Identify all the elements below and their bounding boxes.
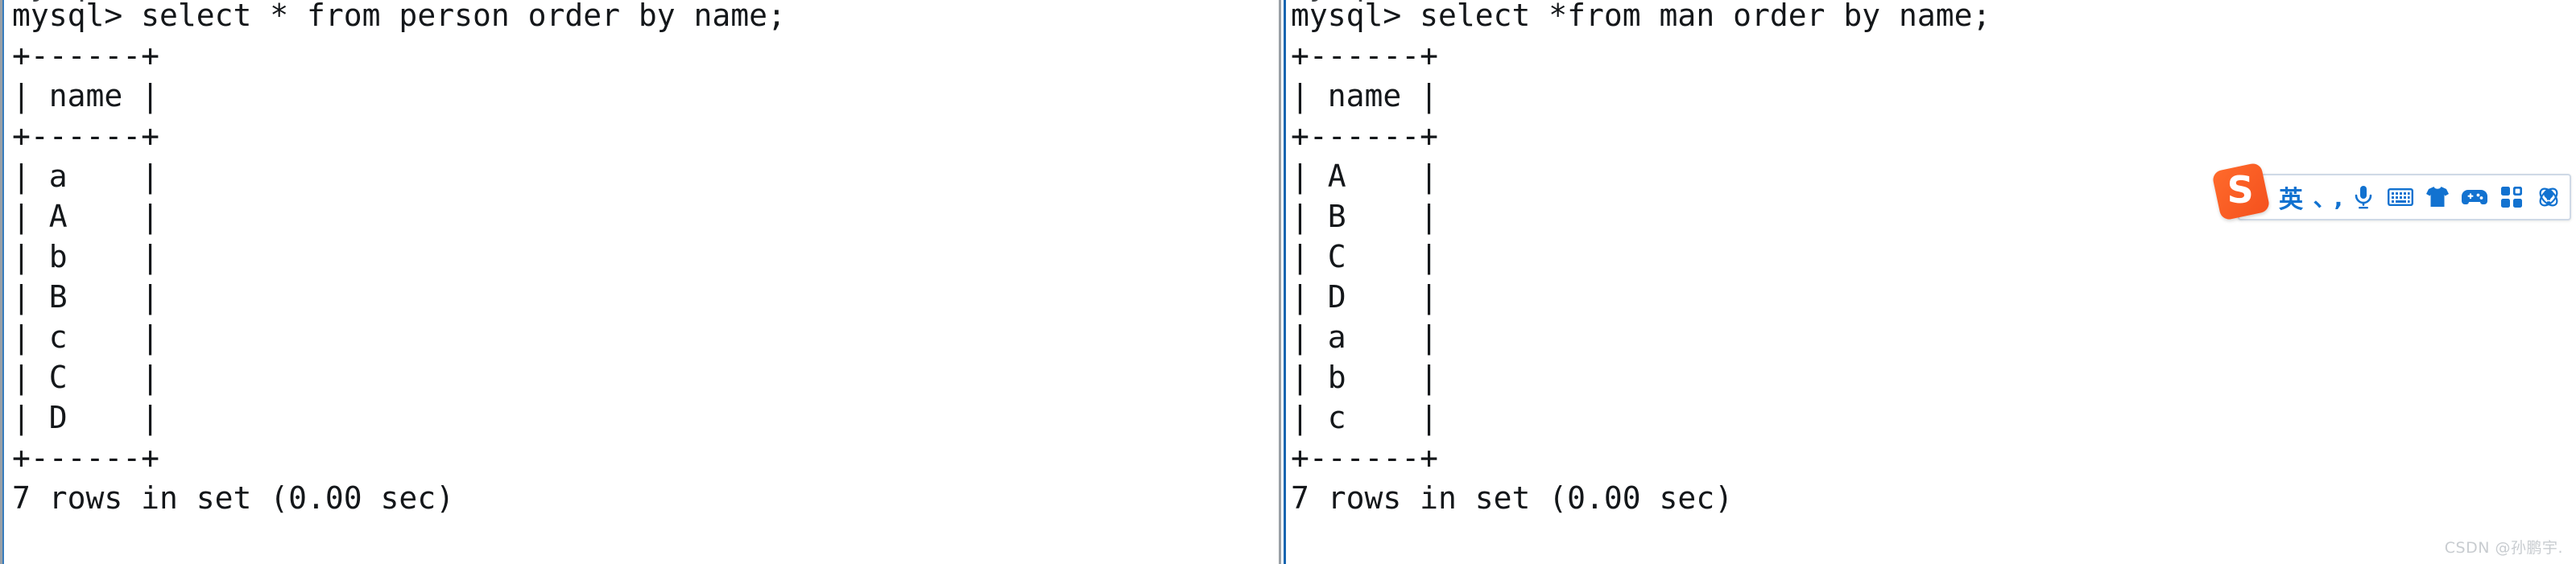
table-bottom-rule: +------+ bbox=[12, 440, 160, 475]
table-row: | c | bbox=[1291, 400, 1439, 435]
table-row: | b | bbox=[12, 239, 160, 274]
console-output-right: mysql> select *from man order by name; +… bbox=[1281, 0, 2576, 518]
prompt-line: mysql> select *from man order by name; bbox=[1291, 0, 1991, 33]
scrolled-off-line-clip: mysql> show tables; bbox=[2, 0, 1279, 6]
table-row: | C | bbox=[1291, 239, 1439, 274]
table-header-rule: +------+ bbox=[1291, 118, 1439, 154]
table-row: | D | bbox=[1291, 279, 1439, 315]
table-row: | b | bbox=[1291, 360, 1439, 395]
table-header-rule: +------+ bbox=[12, 118, 160, 154]
ime-floating-toolbar[interactable]: 英 、, bbox=[2238, 174, 2571, 220]
table-row: | A | bbox=[12, 199, 160, 234]
table-header-row: | name | bbox=[1291, 78, 1439, 113]
table-row: | C | bbox=[12, 360, 160, 395]
terminal-pane-left[interactable]: mysql> show tables; mysql> select * from… bbox=[0, 0, 1279, 564]
status-line: 7 rows in set (0.00 sec) bbox=[12, 480, 455, 516]
table-row: | A | bbox=[1291, 158, 1439, 194]
table-row: | a | bbox=[12, 158, 160, 194]
table-header-row: | name | bbox=[12, 78, 160, 113]
table-row: | D | bbox=[12, 400, 160, 435]
table-row: | B | bbox=[1291, 199, 1439, 234]
table-top-rule: +------+ bbox=[12, 38, 160, 73]
csdn-watermark: CSDN @孙鹏宇. bbox=[2444, 539, 2563, 557]
console-output-left: mysql> select * from person order by nam… bbox=[2, 0, 1279, 518]
soft-keyboard-icon[interactable] bbox=[2384, 181, 2417, 213]
table-row: | a | bbox=[1291, 319, 1439, 355]
scrolled-off-line-clip: mysql> show tables; bbox=[1281, 0, 2576, 6]
prompt-line: mysql> select * from person order by nam… bbox=[12, 0, 786, 33]
language-mode-english[interactable]: 英 bbox=[2279, 186, 2303, 214]
terminal-pane-right[interactable]: mysql> show tables; mysql> select *from … bbox=[1279, 0, 2576, 564]
status-line: 7 rows in set (0.00 sec) bbox=[1291, 480, 1734, 516]
table-bottom-rule: +------+ bbox=[1291, 440, 1439, 475]
table-row: | c | bbox=[12, 319, 160, 355]
table-row: | B | bbox=[12, 279, 160, 315]
sogou-logo-icon[interactable]: S bbox=[2211, 162, 2271, 221]
toolbox-grid-icon[interactable] bbox=[2495, 181, 2528, 213]
punctuation-mode[interactable]: 、, bbox=[2313, 185, 2343, 212]
gamepad-icon[interactable] bbox=[2458, 181, 2491, 213]
skin-icon[interactable] bbox=[2421, 181, 2454, 213]
sogou-logo-letter: S bbox=[2227, 168, 2255, 212]
voice-input-icon[interactable] bbox=[2347, 181, 2380, 213]
settings-emblem-icon[interactable] bbox=[2533, 181, 2565, 213]
scrolled-off-line: mysql> show tables; bbox=[1291, 0, 1641, 5]
scrolled-off-line: mysql> show tables; bbox=[12, 0, 362, 5]
table-top-rule: +------+ bbox=[1291, 38, 1439, 73]
